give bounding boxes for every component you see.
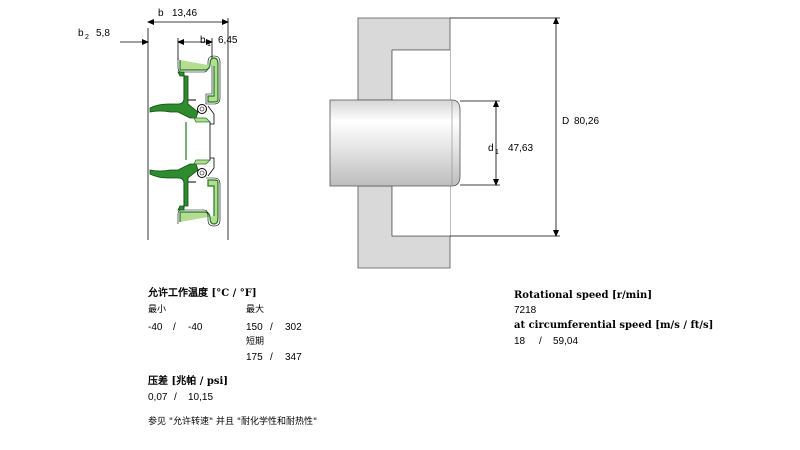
rotational-speed-title: Rotational speed [r/min] <box>514 290 653 301</box>
temperature-max-f: 302 <box>285 322 302 333</box>
d1-subscript: 1 <box>495 149 499 156</box>
separator: / <box>539 336 542 347</box>
circumferential-speed-fts: 59,04 <box>553 336 579 347</box>
garter-spring-upper <box>197 104 207 114</box>
temperature-title: 允许工作温度 [°C / °F] <box>148 288 257 299</box>
b1-label: b <box>200 35 206 46</box>
circumferential-speed-ms: 18 <box>514 336 526 347</box>
b-value: 13,46 <box>172 8 197 19</box>
D-label: D <box>562 116 569 127</box>
pressure-psi: 10,15 <box>188 392 214 403</box>
shaft <box>329 99 461 187</box>
seal-upper-half <box>149 55 221 125</box>
pressure-title: 压差 [兆帕 / psi] <box>148 376 228 387</box>
temperature-min-f: -40 <box>188 322 203 333</box>
pressure-mpa: 0,07 <box>148 392 168 403</box>
d1-label: d <box>488 143 494 154</box>
temperature-min-label: 最小 <box>148 305 167 315</box>
seal-lower-half <box>149 157 221 227</box>
footnote: 参见 "允许转速" 并且 "耐化学性和耐热性" <box>148 417 318 427</box>
temperature-min-c: -40 <box>148 322 163 333</box>
seal-cross-section: b 13,46 b 1 6,45 b 2 5,8 <box>78 8 238 240</box>
temperature-short-f: 347 <box>285 352 302 363</box>
temperature-max-c: 150 <box>246 322 263 333</box>
b2-subscript: 2 <box>85 34 89 41</box>
temperature-short-c: 175 <box>246 352 263 363</box>
b2-label: b <box>78 28 84 39</box>
b1-value: 6,45 <box>218 35 238 46</box>
temperature-short-term-label: 短期 <box>246 337 265 347</box>
separator: / <box>174 392 177 403</box>
circumferential-speed-title: at circumferential speed [m/s / ft/s] <box>514 320 714 331</box>
b2-value: 5,8 <box>96 28 110 39</box>
d1-value: 47,63 <box>508 143 533 154</box>
b-label: b <box>158 8 164 19</box>
D-value: 80,26 <box>574 116 599 127</box>
b1-subscript: 1 <box>207 41 211 48</box>
temperature-max-label: 最大 <box>246 305 265 315</box>
separator: / <box>270 322 273 333</box>
installation-view: d 1 47,63 D 80,26 <box>329 17 599 269</box>
separator: / <box>270 352 273 363</box>
rotational-speed-value: 7218 <box>514 305 537 316</box>
separator: / <box>173 322 176 333</box>
